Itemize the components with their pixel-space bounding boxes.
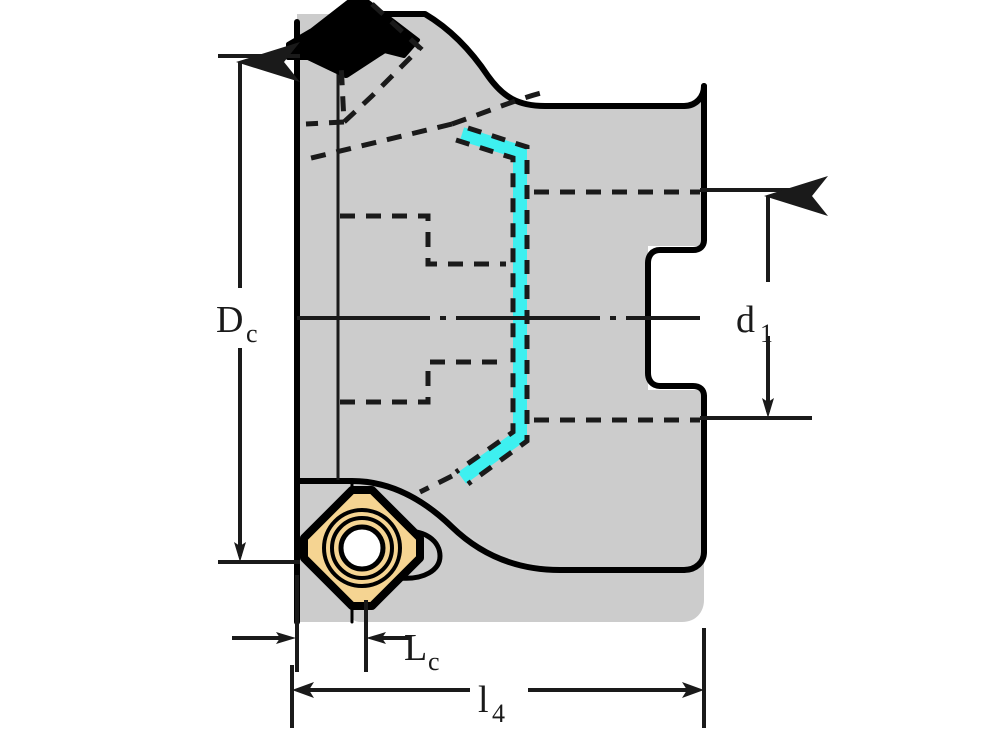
outline-bottom-sweep: [294, 478, 687, 573]
Lc-arrowhead-left: [276, 632, 296, 644]
dimension-sub-d1: 1: [760, 319, 773, 348]
hidden-top-pocket-b: [305, 119, 345, 127]
body-fill-upper: [297, 14, 704, 566]
hidden-bore-lower-left: [340, 359, 506, 405]
bottom-insert[interactable]: [300, 486, 443, 610]
coolant-edge-left: [454, 137, 516, 475]
dimension-l4: l 4: [290, 628, 706, 728]
Dc-arrowhead-down: [234, 542, 246, 562]
dimension-label-d1: d: [736, 299, 755, 341]
dimension-sub-l4: 4: [492, 699, 505, 728]
coolant-fill: [457, 127, 527, 484]
dimension-sub-Lc: c: [428, 647, 440, 676]
dimension-d1: d 1: [700, 176, 828, 420]
dimension-Lc: L c: [232, 575, 440, 676]
dimension-Dc: D c: [216, 42, 300, 564]
hidden-bore-upper-left: [340, 213, 506, 267]
Lc-arrowhead-right: [366, 632, 386, 644]
dimension-sub-Dc: c: [246, 319, 258, 348]
insert-ring-mid: [330, 516, 394, 580]
hidden-arc-top: [451, 89, 546, 127]
top-insert-silhouette: [286, 0, 420, 78]
hidden-bottom-sweep: [418, 473, 454, 495]
l4-arrowhead-right: [682, 682, 704, 698]
insert-ring-outer: [322, 508, 402, 588]
hidden-top-pocket: [338, 2, 424, 128]
outline-top: [352, 11, 687, 109]
insert-screw-hole: [338, 524, 386, 572]
coolant-channel: [454, 125, 530, 487]
dimension-label-l4: l: [478, 679, 489, 721]
l4-arrowhead-left: [292, 682, 314, 698]
top-insert-body: [296, 2, 396, 78]
coolant-edge-right: [466, 125, 530, 487]
dimension-label-Dc: D: [216, 299, 243, 341]
hidden-lines: [302, 2, 700, 495]
dimension-label-Lc: L: [404, 627, 427, 669]
d1-arrowhead-down: [762, 398, 774, 418]
